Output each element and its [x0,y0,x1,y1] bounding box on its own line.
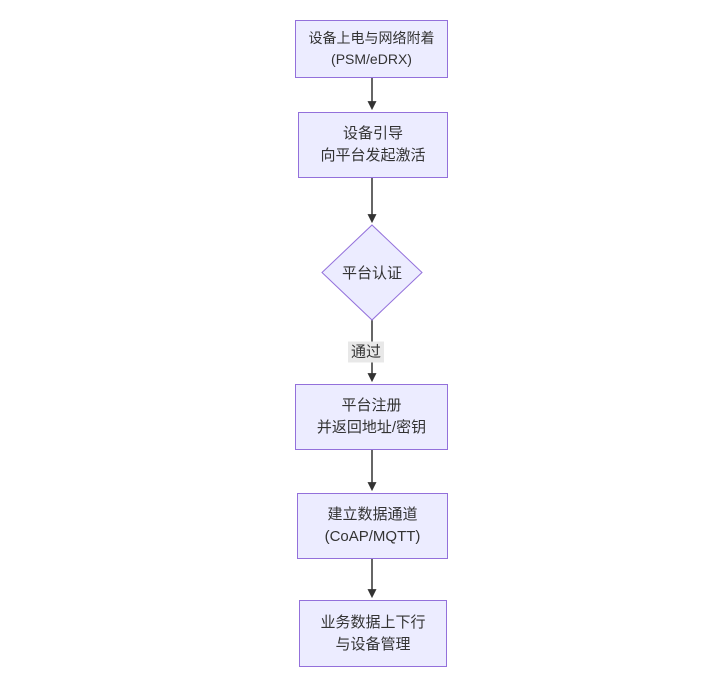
node-line: 设备引导 [342,125,403,142]
node-business-data-device-mgmt: 业务数据上下行 与设备管理 [299,600,447,667]
edge-label-pass: 通过 [347,341,385,363]
node-platform-register: 平台注册 并返回地址/密钥 [295,384,448,450]
node-data-channel: 建立数据通道 (CoAP/MQTT) [297,493,448,559]
decision-diamond-shape [321,224,423,321]
node-device-bootstrap: 设备引导 向平台发起激活 [298,112,448,178]
node-power-on-network-attach: 设备上电与网络附着 (PSM/eDRX) [295,20,448,78]
node-line: 向平台发起激活 [320,147,426,164]
node-line: 并返回地址/密钥 [316,419,427,436]
node-line: 业务数据上下行 [320,613,426,631]
node-line: 设备上电与网络附着 [308,30,435,46]
node-line: 建立数据通道 [327,506,418,523]
node-line: 与设备管理 [335,635,411,653]
node-line: 平台注册 [341,397,402,414]
edge-label-text: 通过 [350,343,382,361]
node-line: (CoAP/MQTT) [324,528,421,545]
node-line: (PSM/eDRX) [331,51,412,67]
